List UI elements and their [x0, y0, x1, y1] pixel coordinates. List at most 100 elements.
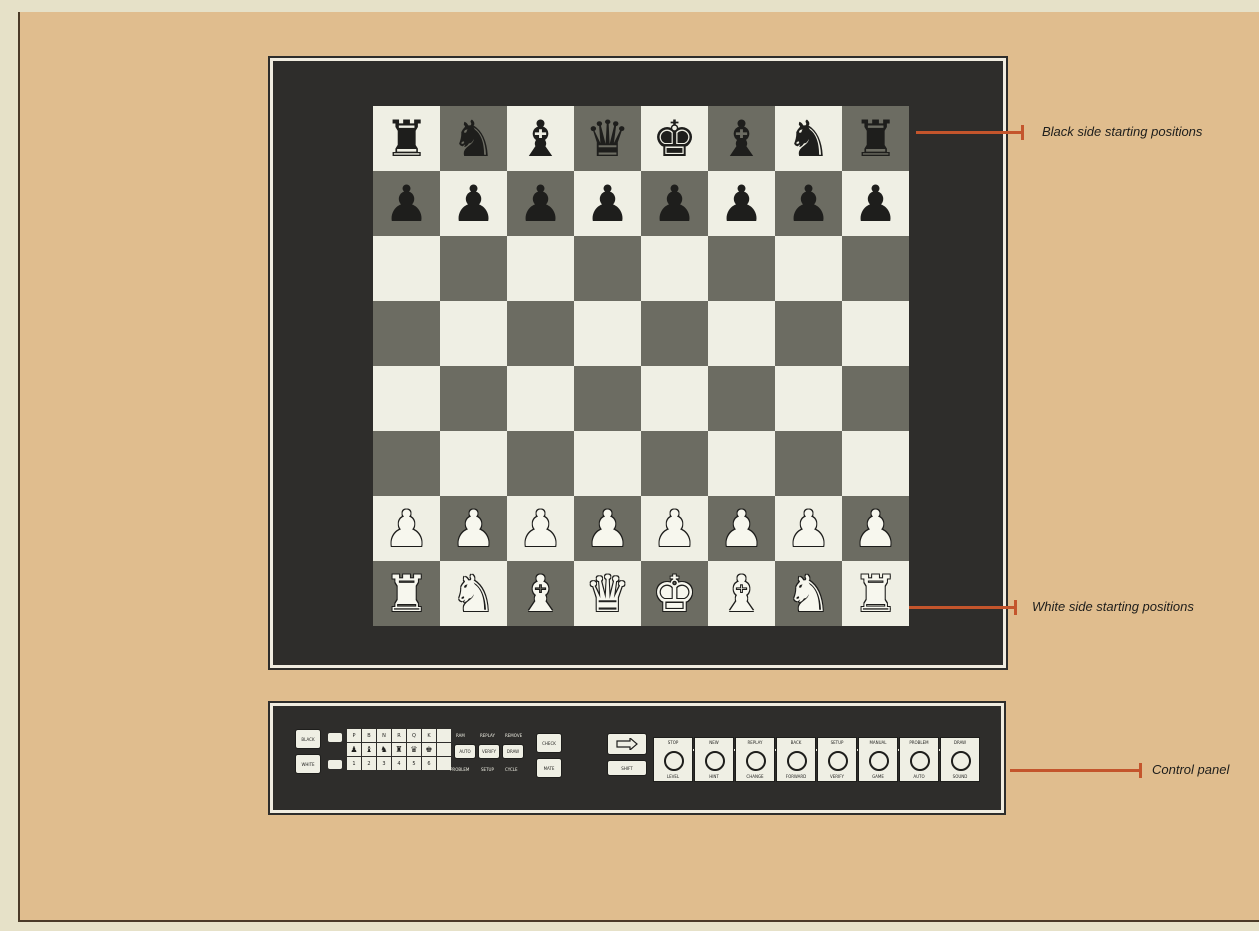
board-square[interactable]	[842, 431, 909, 496]
white-button[interactable]: WHITE	[295, 754, 321, 774]
piece-key[interactable]: ♝	[362, 743, 376, 756]
black-button[interactable]: BLACK	[295, 729, 321, 749]
board-square[interactable]	[708, 236, 775, 301]
board-square[interactable]: ♞	[775, 561, 842, 626]
board-square[interactable]	[775, 301, 842, 366]
board-square[interactable]	[373, 431, 440, 496]
board-square[interactable]: ♟	[574, 496, 641, 561]
board-square[interactable]: ♟	[842, 171, 909, 236]
board-square[interactable]	[440, 236, 507, 301]
mate-button[interactable]: MATE	[536, 758, 562, 778]
board-square[interactable]	[842, 366, 909, 431]
piece-key[interactable]: 1	[347, 757, 361, 770]
board-square[interactable]	[842, 301, 909, 366]
piece-key[interactable]: 2	[362, 757, 376, 770]
piece-key-blank[interactable]	[437, 729, 451, 742]
board-square[interactable]	[507, 301, 574, 366]
board-square[interactable]: ♛	[574, 561, 641, 626]
board-square[interactable]: ♛	[574, 106, 641, 171]
board-square[interactable]: ♜	[373, 106, 440, 171]
board-square[interactable]	[641, 301, 708, 366]
verify-button[interactable]: VERIFY	[478, 744, 500, 759]
board-square[interactable]	[775, 236, 842, 301]
piece-key[interactable]: Q	[407, 729, 421, 742]
board-square[interactable]	[708, 431, 775, 496]
piece-key[interactable]: ♚	[422, 743, 436, 756]
board-square[interactable]: ♚	[641, 561, 708, 626]
board-square[interactable]	[641, 431, 708, 496]
board-square[interactable]	[440, 366, 507, 431]
board-square[interactable]: ♟	[507, 496, 574, 561]
board-square[interactable]: ♟	[574, 171, 641, 236]
piece-key[interactable]: 5	[407, 757, 421, 770]
piece-key[interactable]: 4	[392, 757, 406, 770]
board-square[interactable]	[574, 431, 641, 496]
board-square[interactable]: ♚	[641, 106, 708, 171]
piece-key[interactable]: 6	[422, 757, 436, 770]
board-square[interactable]: ♟	[373, 171, 440, 236]
board-square[interactable]: ♜	[842, 106, 909, 171]
board-square[interactable]: ♟	[641, 171, 708, 236]
check-button[interactable]: CHECK	[536, 733, 562, 753]
board-square[interactable]: ♟	[708, 171, 775, 236]
piece-key[interactable]: 3	[377, 757, 391, 770]
enter-button[interactable]	[607, 733, 647, 755]
board-square[interactable]	[708, 301, 775, 366]
board-square[interactable]: ♟	[775, 496, 842, 561]
board-square[interactable]: ♞	[440, 561, 507, 626]
auto-button[interactable]: AUTO	[454, 744, 476, 759]
piece-key[interactable]: B	[362, 729, 376, 742]
board-square[interactable]	[641, 366, 708, 431]
board-square[interactable]	[574, 301, 641, 366]
board-square[interactable]: ♟	[708, 496, 775, 561]
board-square[interactable]	[440, 431, 507, 496]
piece-key[interactable]: ♟	[347, 743, 361, 756]
board-square[interactable]	[842, 236, 909, 301]
board-square[interactable]	[373, 366, 440, 431]
board-square[interactable]: ♜	[842, 561, 909, 626]
draw-button[interactable]: DRAW	[502, 744, 524, 759]
piece-key[interactable]: R	[392, 729, 406, 742]
board-square[interactable]	[775, 366, 842, 431]
board-square[interactable]	[373, 301, 440, 366]
board-square[interactable]	[574, 366, 641, 431]
board-square[interactable]: ♜	[373, 561, 440, 626]
shift-button[interactable]: SHIFT	[607, 760, 647, 776]
board-square[interactable]: ♟	[440, 496, 507, 561]
board-square[interactable]: ♞	[775, 106, 842, 171]
board-square[interactable]	[507, 366, 574, 431]
board-square[interactable]: ♟	[507, 171, 574, 236]
piece-key[interactable]: ♜	[392, 743, 406, 756]
piece-key[interactable]: P	[347, 729, 361, 742]
piece-key[interactable]: ♞	[377, 743, 391, 756]
piece-key[interactable]: N	[377, 729, 391, 742]
piece-key-blank[interactable]	[437, 743, 451, 756]
board-square[interactable]	[440, 301, 507, 366]
chess-board[interactable]: ♜♞♝♛♚♝♞♜♟♟♟♟♟♟♟♟♟♟♟♟♟♟♟♟♜♞♝♛♚♝♞♜	[373, 106, 909, 626]
board-square[interactable]: ♞	[440, 106, 507, 171]
board-square[interactable]	[507, 431, 574, 496]
piece-key[interactable]: K	[422, 729, 436, 742]
board-square[interactable]: ♟	[641, 496, 708, 561]
board-square[interactable]: ♝	[507, 561, 574, 626]
board-square[interactable]	[373, 236, 440, 301]
board-square[interactable]: ♟	[842, 496, 909, 561]
piece-key-blank[interactable]	[437, 757, 451, 770]
board-square[interactable]: ♝	[507, 106, 574, 171]
board-square[interactable]	[708, 366, 775, 431]
board-square[interactable]	[574, 236, 641, 301]
board-square[interactable]: ♝	[708, 561, 775, 626]
board-square[interactable]: ♟	[440, 171, 507, 236]
board-square[interactable]: ♝	[708, 106, 775, 171]
board-square[interactable]: ♟	[373, 496, 440, 561]
board-square[interactable]: ♟	[775, 171, 842, 236]
board-square[interactable]	[775, 431, 842, 496]
